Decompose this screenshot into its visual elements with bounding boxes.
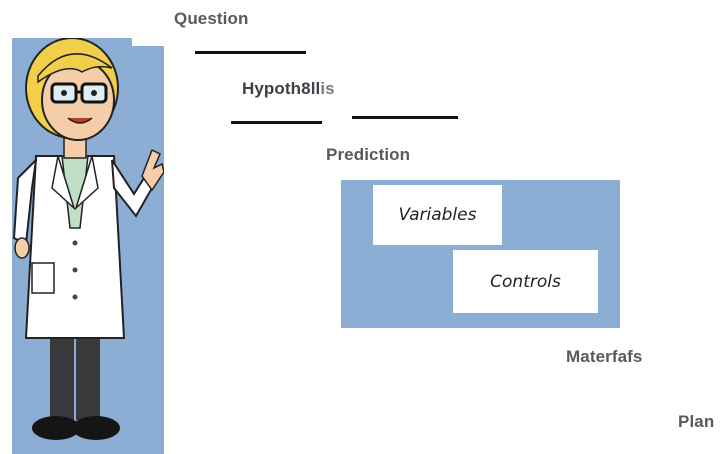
step-prediction: Prediction	[326, 145, 411, 164]
scientist-panel	[12, 38, 164, 454]
step-hypothesis: Hypoth8llis	[242, 79, 335, 99]
scientist-leg-right	[76, 338, 100, 420]
variables-card: Variables	[373, 185, 502, 245]
step-hypothesis-main: Hypoth8ll	[242, 79, 321, 98]
step-plan: Plan	[678, 412, 715, 431]
scientist-shoe-left	[32, 416, 80, 440]
connector-line	[231, 121, 322, 124]
scientist-mouth	[67, 117, 93, 124]
scientist-icon	[12, 38, 164, 440]
scientist-hand-right	[141, 148, 164, 192]
controls-card: Controls	[453, 250, 598, 313]
connector-line	[195, 51, 306, 54]
panel-notch	[132, 38, 164, 46]
step-hypothesis-end: is	[320, 79, 335, 98]
step-materials: Materfafs	[566, 347, 643, 366]
scientist-shoe-right	[72, 416, 120, 440]
connector-line	[352, 116, 458, 119]
scientist-leg-left	[50, 338, 74, 420]
step-question: Question	[174, 9, 249, 28]
variables-controls-panel: Variables Controls	[341, 180, 620, 328]
